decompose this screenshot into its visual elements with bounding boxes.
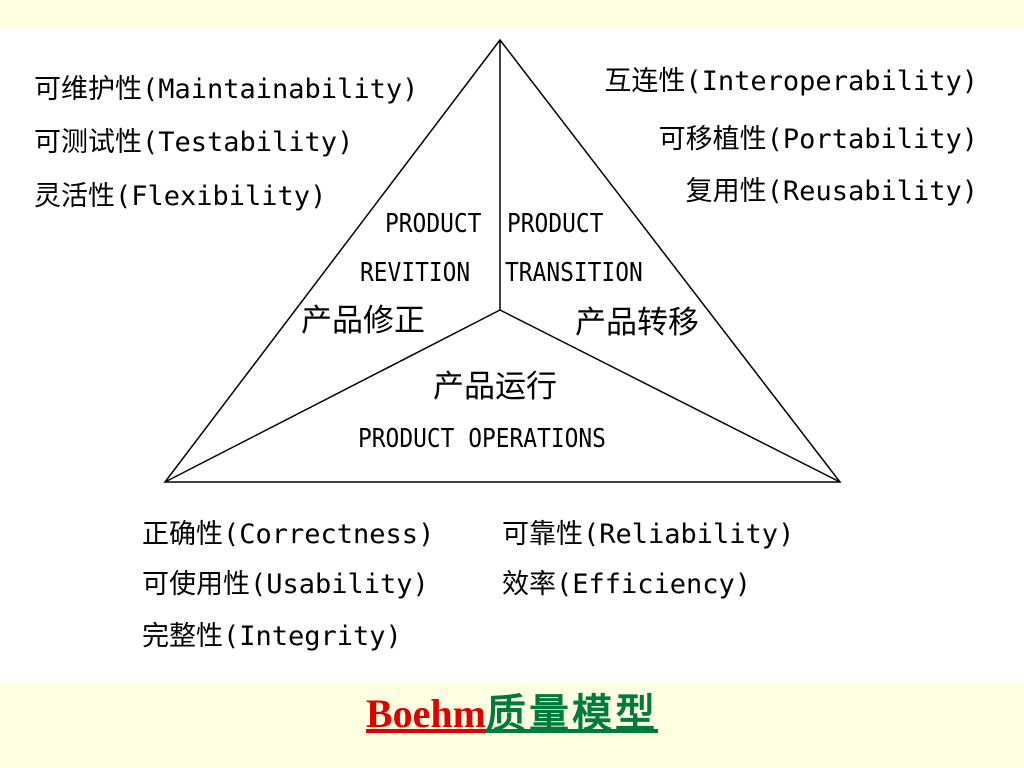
quality-reusability: 复用性(Reusability) xyxy=(685,176,978,207)
quality-interoperability: 互连性(Interoperability) xyxy=(604,66,978,97)
divider-right xyxy=(499,309,841,483)
caption-boehm: Boehm xyxy=(366,691,486,736)
operations-label-zh: 产品运行 xyxy=(433,369,557,405)
transition-label-zh: 产品转移 xyxy=(575,305,699,341)
quality-portability: 可移植性(Portability) xyxy=(658,124,978,155)
diagram-panel xyxy=(0,28,1024,684)
transition-label-line1: PRODUCT xyxy=(507,209,604,239)
revision-label-zh: 产品修正 xyxy=(301,303,425,339)
caption-quality-model: 质量模型 xyxy=(486,690,658,737)
quality-testability: 可测试性(Testability) xyxy=(34,127,354,158)
quality-correctness: 正确性(Correctness) xyxy=(142,519,435,550)
revision-label-line1: PRODUCT xyxy=(385,209,482,239)
quality-integrity: 完整性(Integrity) xyxy=(142,621,402,652)
triangle-outline xyxy=(163,38,842,483)
operations-label-en: PRODUCT OPERATIONS xyxy=(358,424,606,454)
divider-left xyxy=(164,309,501,483)
quality-usability: 可使用性(Usability) xyxy=(142,569,429,600)
revision-label-line2: REVITION xyxy=(360,258,471,288)
quality-reliability: 可靠性(Reliability) xyxy=(502,519,795,550)
transition-label-line2: TRANSITION xyxy=(505,258,643,288)
quality-flexibility: 灵活性(Flexibility) xyxy=(34,181,327,212)
quality-efficiency: 效率(Efficiency) xyxy=(502,569,752,600)
slide-caption: Boehm质量模型 xyxy=(0,688,1024,740)
quality-maintainability: 可维护性(Maintainability) xyxy=(34,74,419,105)
